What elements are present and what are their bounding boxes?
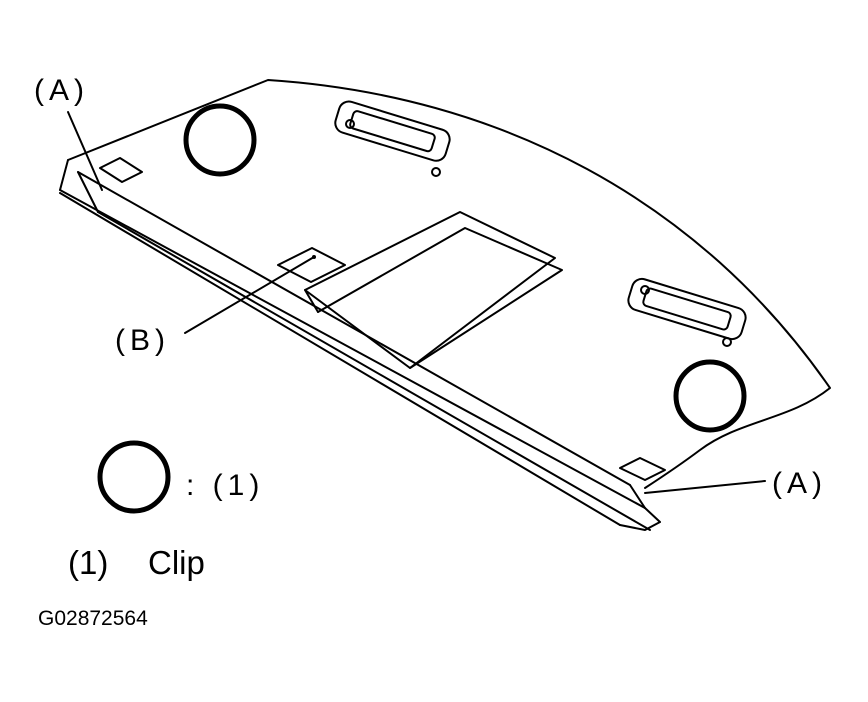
label-b: (B) xyxy=(115,324,170,357)
tab-a-right xyxy=(619,457,666,481)
speaker-opening-right xyxy=(627,277,747,347)
rear-shelf-panel xyxy=(59,79,831,531)
legend-text: Clip xyxy=(148,544,205,581)
clip-left-icon xyxy=(183,103,257,177)
label-a-left: (A) xyxy=(34,74,89,107)
tab-a-left xyxy=(99,157,143,183)
legend-number: (1) xyxy=(68,544,108,581)
tab-b xyxy=(277,247,346,283)
leader-line-a-right xyxy=(644,480,766,494)
leader-line-a-left xyxy=(67,111,103,191)
center-recess xyxy=(304,211,563,369)
legend-clip-ref: : (1) xyxy=(186,469,264,502)
label-a-right: (A) xyxy=(772,467,827,500)
speaker-opening-left xyxy=(334,100,451,177)
legend-clip-icon xyxy=(97,440,171,514)
leader-line-b xyxy=(184,256,315,334)
figure-code: G02872564 xyxy=(38,607,148,630)
clip-right-icon xyxy=(673,359,747,433)
